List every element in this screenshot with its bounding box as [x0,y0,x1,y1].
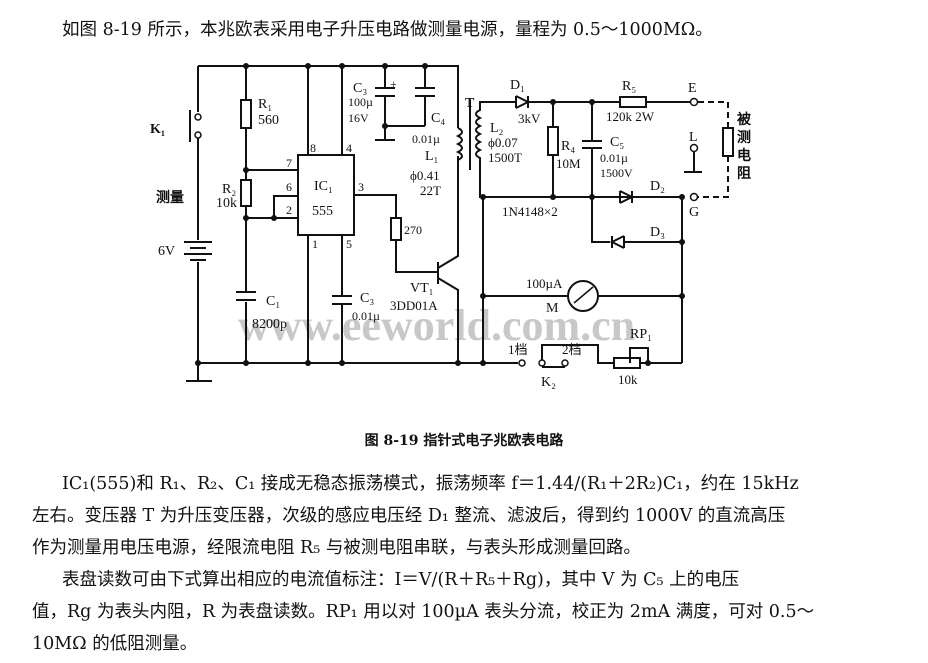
label-dut-3: 电 [737,147,751,164]
label-ic-type: 555 [312,204,333,219]
label-r4-val: 10M [556,156,581,171]
label-l1: L₁ [425,149,438,164]
label-d1-val: 3kV [518,111,541,126]
label-vt1: VT₁ [410,281,434,296]
label-k2: K₂ [541,375,556,390]
label-rp1-val: 10k [618,372,638,387]
label-e: E [688,81,697,96]
label-c5: C₅ [610,135,624,150]
label-meter-m: M [546,301,559,316]
label-range2: 2档 [562,342,582,357]
label-c5-val1: 0.01µ [600,151,628,165]
label-t: T [465,96,475,111]
intro-text: 如图 8-19 所示，本兆欧表采用电子升压电路做测量电源，量程为 0.5～100… [62,20,713,40]
label-l1-val2: 22T [420,183,441,198]
label-r4: R₄ [561,139,575,154]
label-l: L [689,130,698,145]
label-r1: R₁ [258,97,272,112]
label-c5-val2: 1500V [600,166,633,180]
label-k1: K₁ [150,122,165,137]
label-ic: IC₁ [314,179,333,194]
label-pin2: 2 [286,203,292,217]
watermark: www.eeworld.com.cn [238,301,635,350]
paragraph-line: IC₁(555)和 R₁、R₂、C₁ 接成无稳态振荡模式，振荡频率 f＝1.44… [62,474,799,494]
label-c4: C₄ [431,111,445,126]
label-c3-top-val1: 100µ [348,95,373,109]
label-rp1: RP₁ [630,327,652,342]
label-c3-plus: + [390,77,397,91]
label-dut-4: 阻 [737,166,751,182]
label-measure: 测量 [156,189,184,206]
label-c3-bot: C₃ [360,291,374,306]
junction-dots [195,63,685,366]
label-meter: 100µA [526,276,563,291]
paragraph-line: 左右。变压器 T 为升压变压器，次级的感应电压经 D₁ 整流、滤波后，得到约 1… [32,506,786,526]
label-pin4: 4 [346,141,352,155]
paragraph-line: 10MΩ 的低阻测量。 [32,634,198,654]
label-r5: R₅ [622,79,636,94]
paragraph-line: 值，Rg 为表头内阻，R 为表盘读数。RP₁ 用以对 100µA 表头分流，校正… [32,602,815,622]
label-d1: D₁ [510,78,525,93]
label-r2: R₂ [222,182,236,197]
label-pin5: 5 [346,237,352,251]
label-d2: D₂ [650,179,665,194]
label-c3-top: C₃ [353,81,367,96]
label-g: G [689,205,699,220]
label-c3-top-val2: 16V [348,111,369,125]
label-range1: 1档 [508,342,528,357]
label-pin1: 1 [312,237,318,251]
label-c1: C₁ [266,294,280,309]
label-r1-val: 560 [258,113,279,128]
label-c3-bot-val: 0.01µ [352,309,380,323]
wires [184,65,734,382]
paragraph-line: 表盘读数可由下式算出相应的电流值标注：I＝V/(R＋R₅＋Rg)，其中 V 为 … [62,570,740,590]
label-r270: 270 [404,223,422,237]
label-dut-1: 被 [737,111,752,128]
label-pin6: 6 [286,180,292,194]
label-pin7: 7 [286,156,292,170]
label-l1-val1: ϕ0.41 [410,168,440,183]
label-l2: L₂ [490,121,504,136]
figure-caption: 图 8-19 指针式电子兆欧表电路 [364,433,564,449]
label-pin3: 3 [358,180,364,194]
label-l2-val1: ϕ0.07 [488,135,518,150]
label-c1-val: 8200p [252,317,287,332]
label-dut-2: 测 [737,129,751,146]
label-diodes: 1N4148×2 [502,204,558,219]
paragraph-line: 作为测量用电压电源，经限流电阻 R₅ 与被测电阻串联，与表头形成测量回路。 [32,538,641,558]
circuit-diagram: www.eeworld.com.cn [150,63,752,390]
label-d3: D₃ [650,225,665,240]
label-r5-val: 120k 2W [606,109,655,124]
label-c4-val: 0.01µ [412,132,440,146]
label-r2-val: 10k [216,196,237,211]
label-pin8: 8 [310,141,316,155]
label-battery: 6V [158,244,175,259]
label-l2-val2: 1500T [488,150,522,165]
label-vt1-type: 3DD01A [390,298,438,313]
component-labels: K₁ 测量 6V R₁ 560 R₂ 10k C₁ 8200p IC₁ 555 … [150,77,752,390]
